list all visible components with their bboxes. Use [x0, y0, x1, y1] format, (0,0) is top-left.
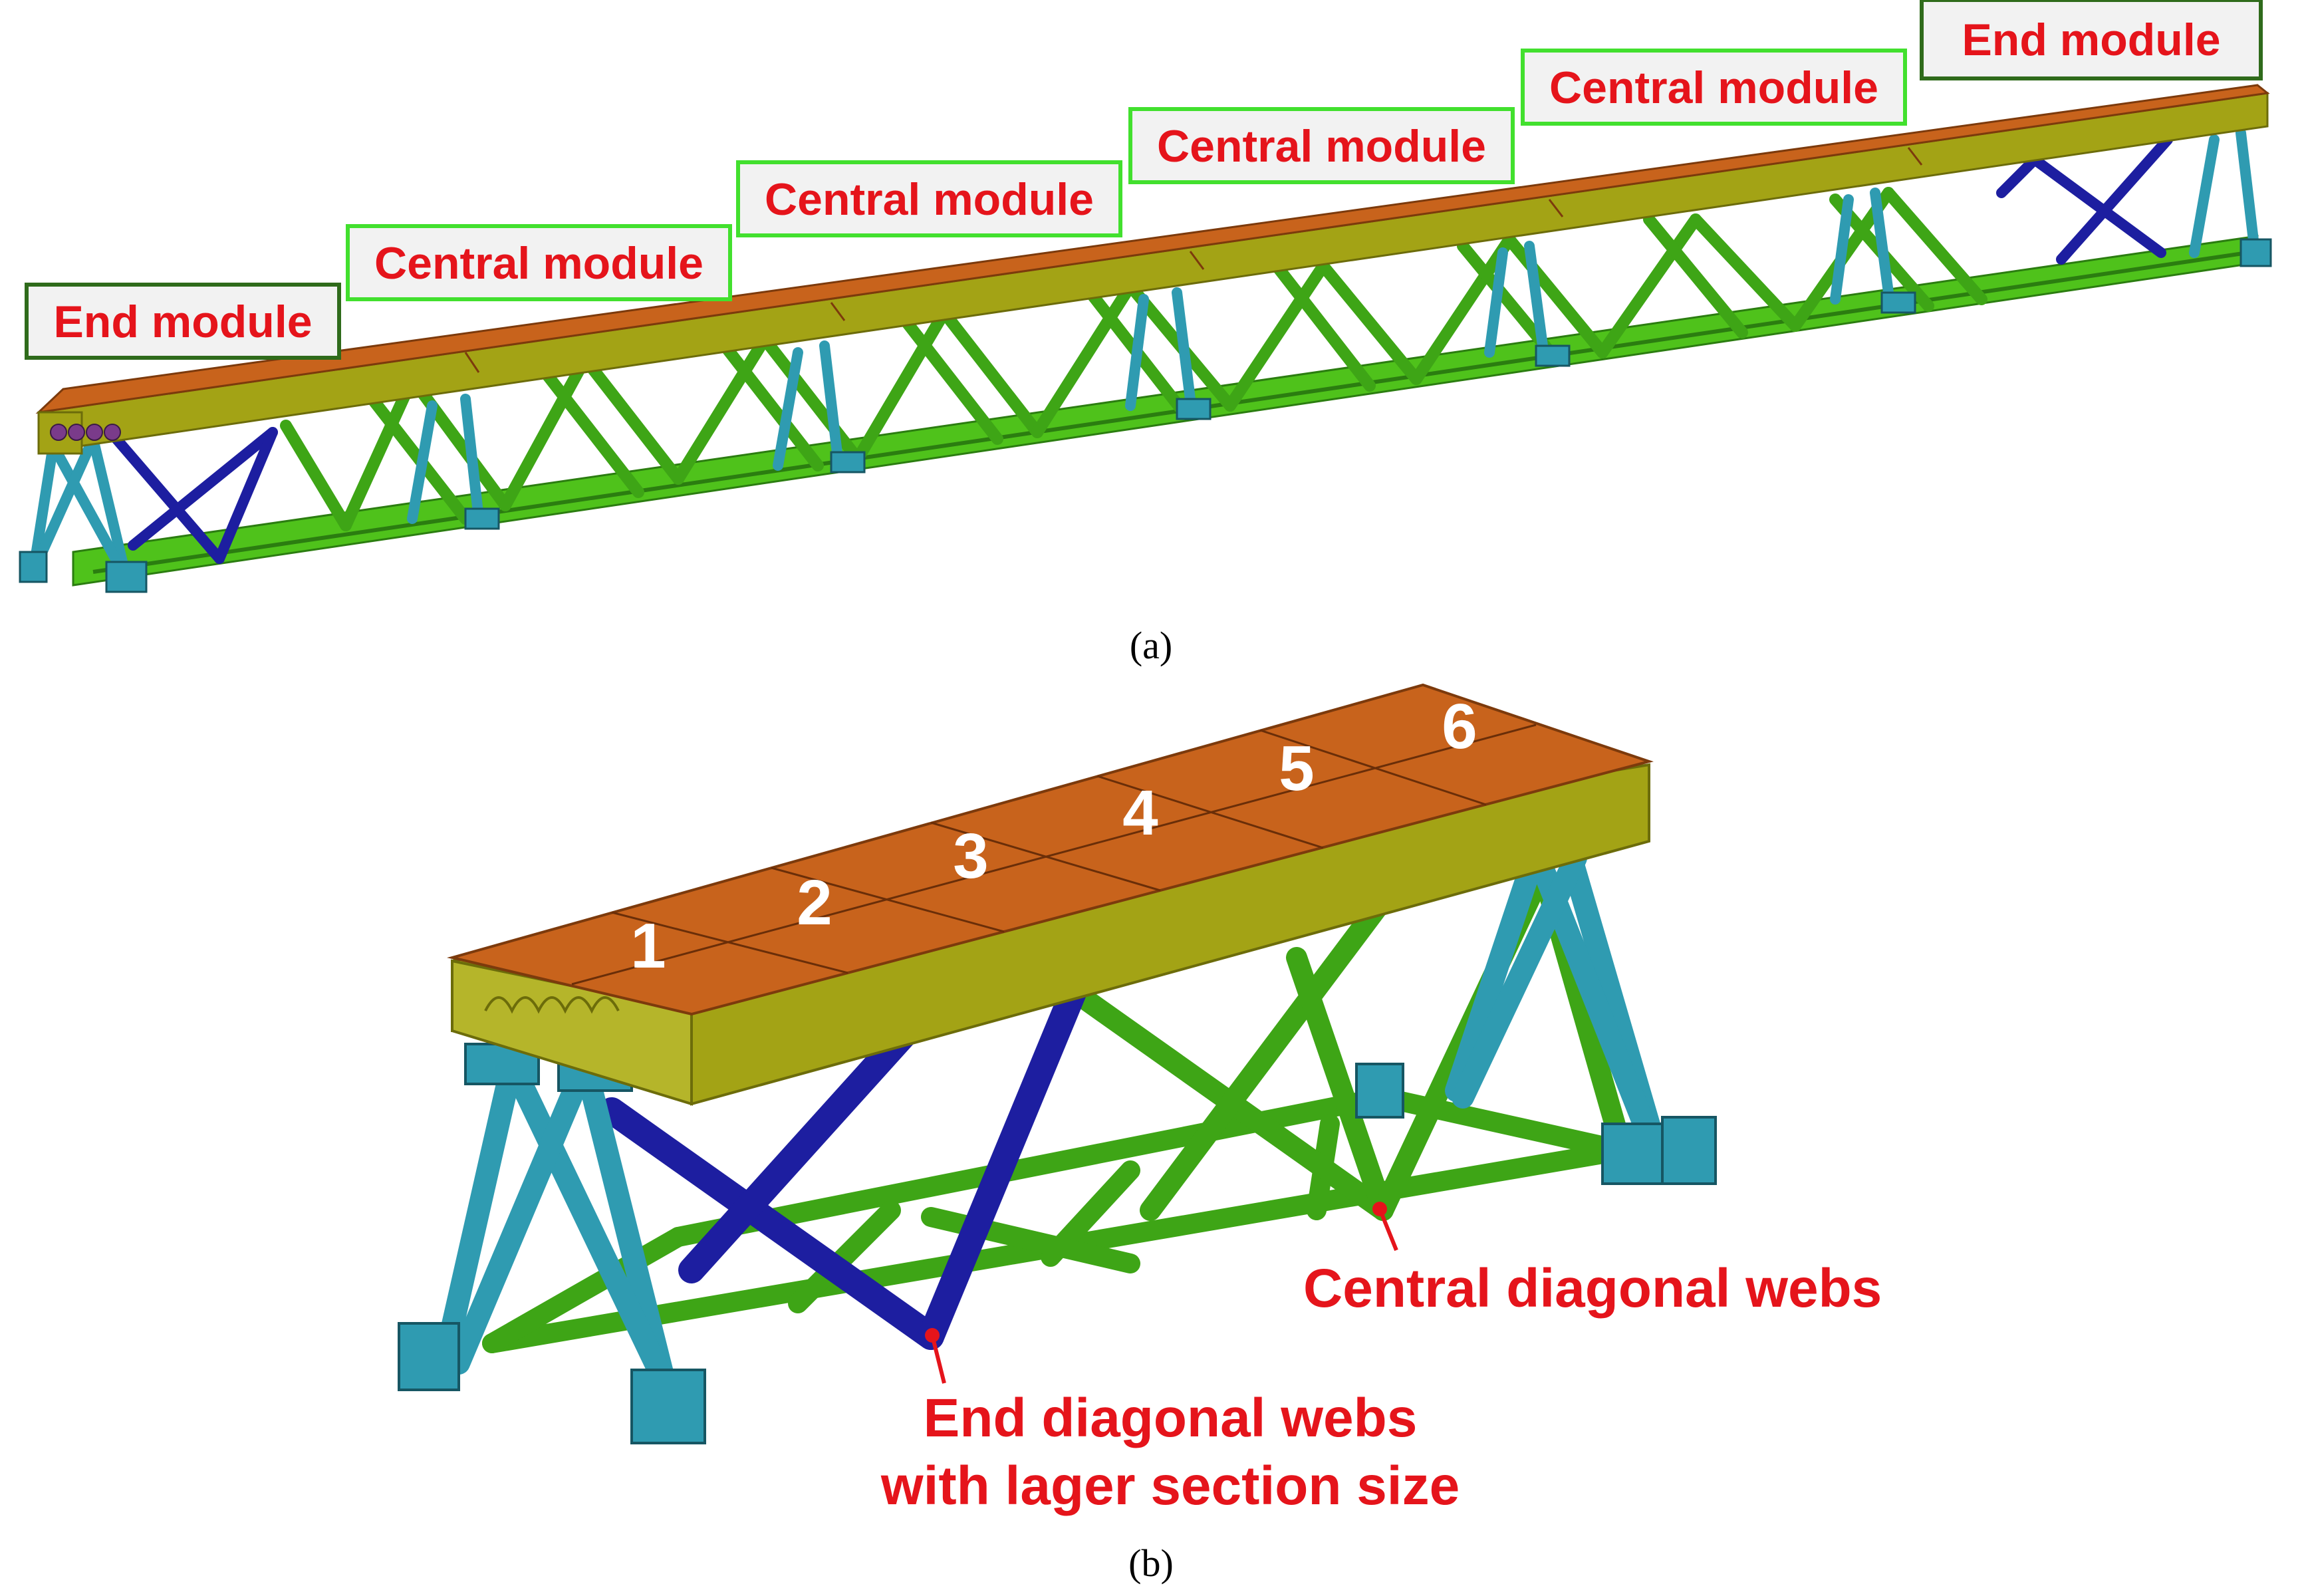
callout-end-marker [925, 1328, 940, 1343]
module-label-box [1521, 49, 1907, 126]
module-label-6: End module [1920, 0, 2263, 80]
panel-a-bridge [19, 84, 2272, 593]
module-label-box [736, 160, 1122, 237]
deck-panel-number-4: 4 [1122, 777, 1158, 849]
deck-panel-numbers: 1 2 3 4 5 6 [630, 691, 1477, 982]
base-plates-a [19, 238, 2272, 593]
panel-b-module [398, 683, 1717, 1444]
module-label-box [1128, 107, 1515, 184]
module-label-4: Central module [1128, 107, 1515, 184]
deck-panel-number-3: 3 [953, 821, 988, 892]
module-label-1: End module [25, 283, 341, 360]
module-label-2: Central module [346, 224, 732, 301]
module-label-text: Central module [1549, 63, 1878, 113]
callout-central: Central diagonal webs [1303, 1202, 1882, 1319]
central-webs-a [280, 187, 1987, 531]
module-label-text: Central module [374, 238, 703, 289]
girder-end-holes [50, 424, 121, 441]
caption-a-text: (a) [1130, 624, 1172, 667]
module-label-box [25, 283, 341, 360]
deck-a [35, 84, 2270, 414]
callout-end-line1: End diagonal webs [924, 1388, 1418, 1448]
deck-panel-joints [571, 724, 1537, 986]
callout-central-text: Central diagonal webs [1303, 1258, 1882, 1319]
end-webs-a [111, 134, 2173, 564]
module-label-box [346, 224, 732, 301]
module-label-box [1920, 0, 2263, 80]
deck-panel-number-2: 2 [797, 867, 832, 938]
callout-central-leader [1378, 1208, 1398, 1252]
callout-end: End diagonal webs with lager section siz… [880, 1328, 1460, 1516]
callout-end-line2: with lager section size [880, 1456, 1460, 1516]
caption-a: (a) [1130, 624, 1172, 667]
module-label-5: Central module [1521, 49, 1907, 126]
callout-central-marker [1372, 1202, 1387, 1216]
callout-end-leader [930, 1335, 946, 1384]
module-label-text: Central module [1157, 121, 1486, 172]
caption-b-text: (b) [1128, 1541, 1174, 1585]
girder-corrugation [484, 996, 620, 1014]
deck-panel-number-5: 5 [1279, 733, 1314, 804]
support-frames-b [434, 840, 1674, 1395]
deck-panel-number-6: 6 [1442, 691, 1477, 762]
base-plates-b [398, 1043, 1717, 1444]
central-diagonal-webs [1053, 861, 1633, 1221]
module-label-text: Central module [765, 174, 1094, 225]
module-label-text: End module [53, 297, 312, 347]
module-label-text: End module [1962, 15, 2220, 65]
support-frames-a [28, 128, 2259, 584]
deck-joints-a [464, 147, 1923, 373]
deck-panel-number-1: 1 [630, 910, 666, 982]
caption-b: (b) [1128, 1541, 1174, 1585]
module-label-3: Central module [736, 160, 1122, 237]
